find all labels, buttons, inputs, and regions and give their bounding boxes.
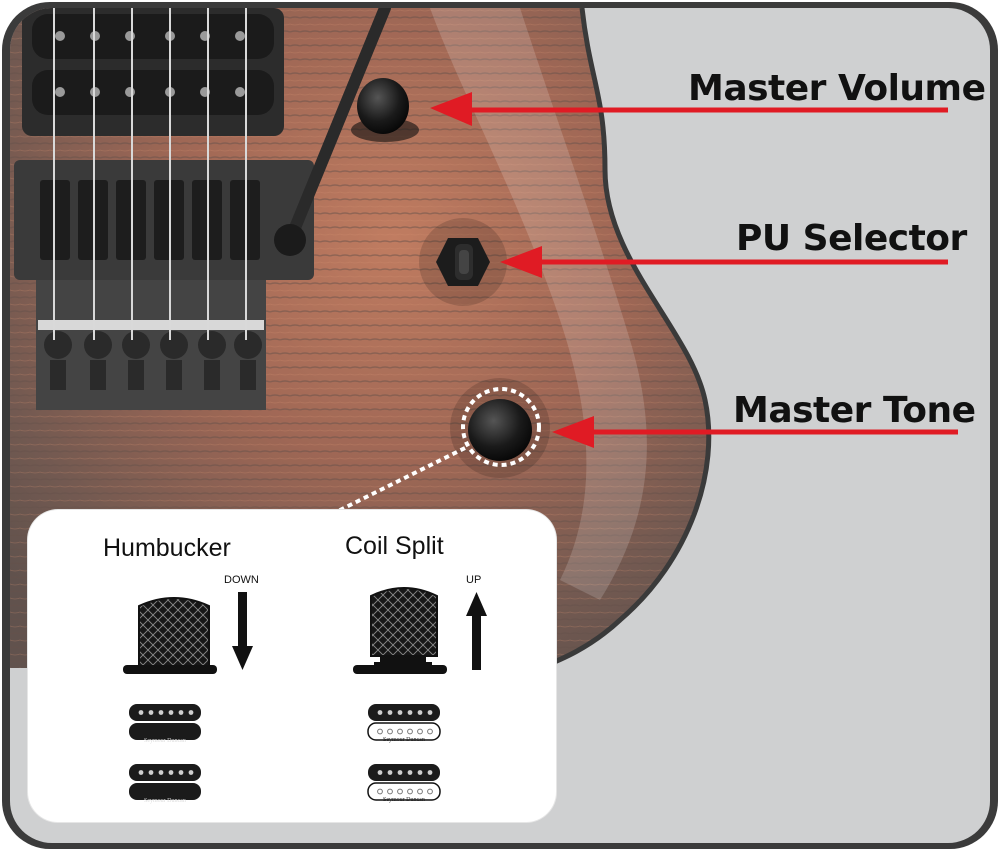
humbucker-pickup-1	[129, 704, 201, 740]
pickup-brand-3: Seymour Duncan	[383, 737, 425, 743]
pickup-brand-1: Seymour Duncan	[144, 738, 186, 744]
label-master-tone: Master Tone	[733, 390, 976, 431]
pickup-brand-4: Seymour Duncan	[383, 797, 425, 803]
label-master-volume: Master Volume	[688, 68, 985, 109]
down-arrow-icon	[232, 592, 253, 670]
split-pickup-2	[368, 764, 440, 800]
split-pickup-1	[368, 704, 440, 740]
humbucker-pickup-2	[129, 764, 201, 800]
pickup-brand-2: Seymour Duncan	[144, 798, 186, 804]
up-arrow-icon	[466, 592, 487, 670]
neck-pickup	[22, 8, 284, 136]
inset-graphics	[28, 510, 556, 822]
tone-knob-inset: Humbucker Coil Split DOWN UP	[28, 510, 556, 822]
knob-pulled-up	[353, 588, 447, 674]
pickup-selector-switch	[419, 218, 507, 306]
knob-pushed-down	[123, 598, 217, 674]
tone-knob	[450, 378, 550, 478]
label-pu-selector: PU Selector	[736, 218, 967, 259]
